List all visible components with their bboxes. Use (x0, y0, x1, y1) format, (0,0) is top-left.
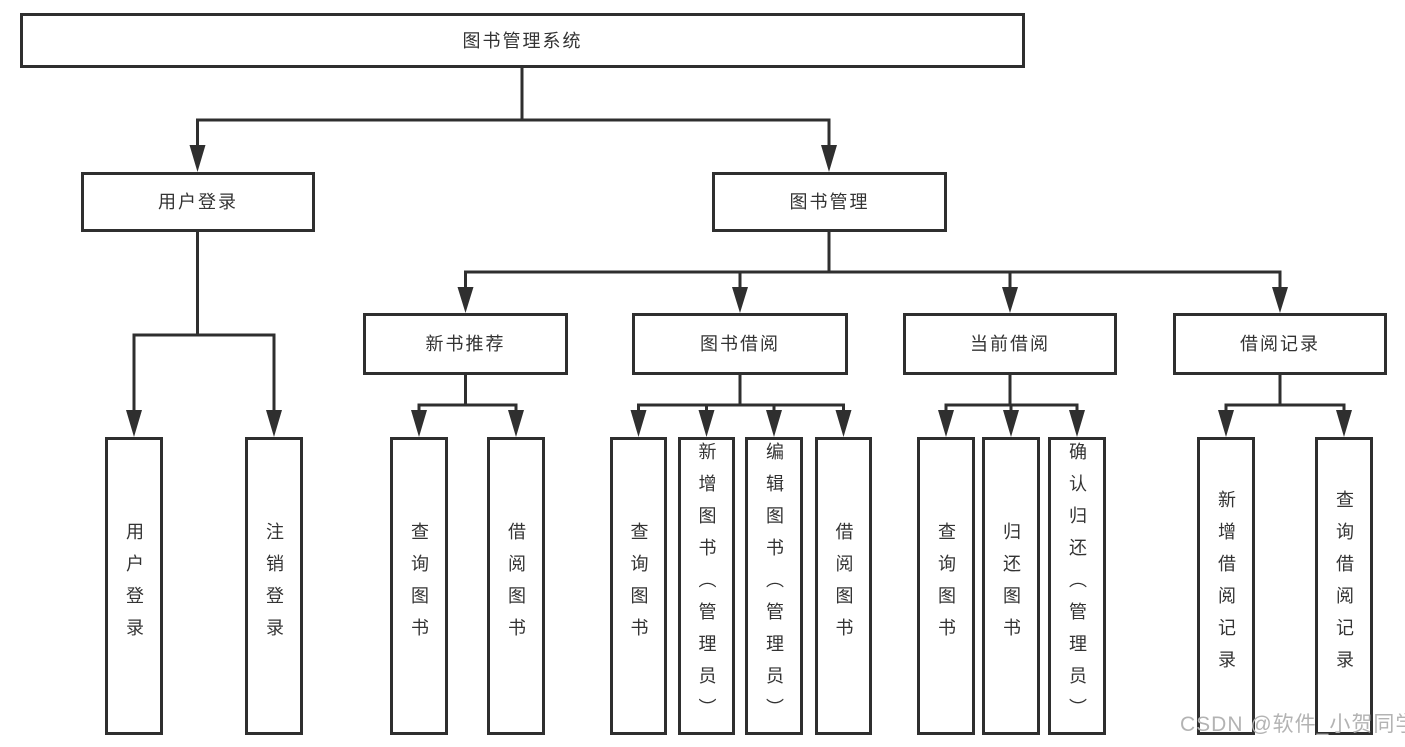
node-library-management-system: 图书管理系统 (20, 13, 1025, 68)
leaf-newbook-borrow-books: 借阅图书 (487, 437, 545, 735)
node-new-book-recommend: 新书推荐 (363, 313, 568, 375)
leaf-user-login: 用户登录 (105, 437, 163, 735)
leaf-borrowing-query-books: 查询图书 (610, 437, 667, 735)
leaf-current-query-books: 查询图书 (917, 437, 975, 735)
leaf-current-return-books: 归还图书 (982, 437, 1040, 735)
node-borrowing-records: 借阅记录 (1173, 313, 1387, 375)
node-current-borrowing: 当前借阅 (903, 313, 1117, 375)
leaf-borrowing-borrow-books: 借阅图书 (815, 437, 872, 735)
arrow-down-icons (126, 145, 1352, 437)
leaf-current-confirm-return-admin: 确认归还（管理员） (1048, 437, 1106, 735)
leaf-logout: 注销登录 (245, 437, 303, 735)
leaf-borrowing-edit-books-admin: 编辑图书（管理员） (745, 437, 803, 735)
leaf-records-add-record: 新增借阅记录 (1197, 437, 1255, 735)
node-user-login: 用户登录 (81, 172, 315, 232)
leaf-borrowing-add-books-admin: 新增图书（管理员） (678, 437, 735, 735)
connector-lines (132, 68, 1346, 413)
node-book-borrowing: 图书借阅 (632, 313, 848, 375)
leaf-records-query-record: 查询借阅记录 (1315, 437, 1373, 735)
watermark: CSDN @软件_小贺同学 (1180, 713, 1405, 736)
node-book-management: 图书管理 (712, 172, 947, 232)
leaf-newbook-query-books: 查询图书 (390, 437, 448, 735)
